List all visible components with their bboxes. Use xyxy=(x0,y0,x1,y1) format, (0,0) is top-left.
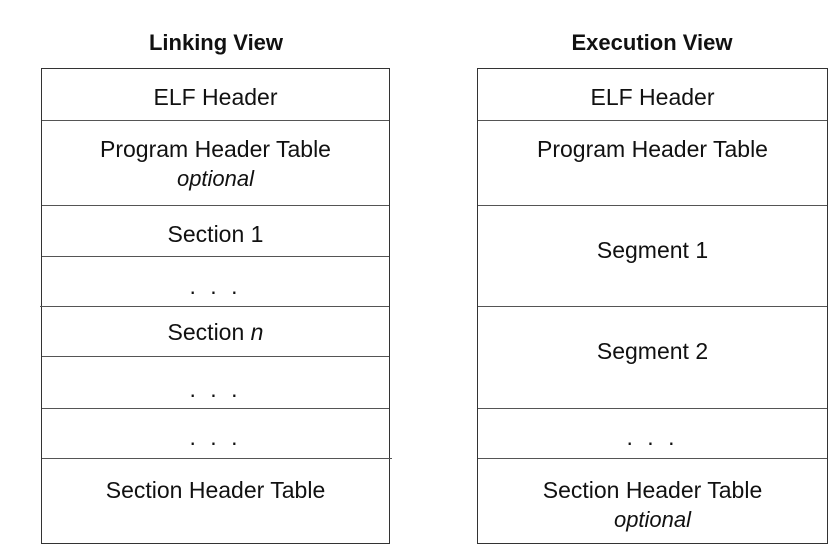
linking-ellipsis-3: . . . xyxy=(189,424,242,450)
execution-segment-1: Segment 1 xyxy=(596,237,709,263)
execution-divider xyxy=(478,120,827,121)
execution-view-diagram: ELF Header Program Header Table Segment … xyxy=(477,68,828,544)
linking-program-header-table: Program Header Table optional xyxy=(42,134,389,194)
linking-divider xyxy=(42,356,389,357)
linking-divider xyxy=(42,120,389,121)
linking-section-1: Section 1 xyxy=(167,221,264,247)
linking-program-header-table-label: Program Header Table xyxy=(100,136,331,162)
linking-ellipsis-2: . . . xyxy=(189,376,242,402)
linking-section-header-table: Section Header Table xyxy=(105,477,326,503)
linking-section-n-variable: n xyxy=(250,319,264,345)
execution-divider xyxy=(478,408,827,409)
linking-divider xyxy=(40,306,389,307)
linking-section-n-label: Section xyxy=(167,319,245,345)
linking-section-n: Section n xyxy=(42,317,389,347)
execution-ellipsis: . . . xyxy=(626,424,679,450)
linking-view-title: Linking View xyxy=(148,30,284,55)
linking-program-header-table-note: optional xyxy=(176,166,255,191)
linking-divider xyxy=(42,256,389,257)
linking-divider xyxy=(42,205,389,206)
linking-view-diagram: ELF Header Program Header Table optional… xyxy=(40,68,392,544)
execution-divider xyxy=(478,306,827,307)
linking-ellipsis-1: . . . xyxy=(189,273,242,299)
execution-divider xyxy=(478,458,827,459)
linking-divider xyxy=(42,458,392,459)
execution-section-header-table-note: optional xyxy=(613,507,692,532)
linking-elf-header: ELF Header xyxy=(153,84,278,110)
execution-divider xyxy=(478,205,827,206)
execution-view-title: Execution View xyxy=(571,30,733,55)
execution-program-header-table: Program Header Table xyxy=(537,136,768,162)
execution-segment-2: Segment 2 xyxy=(596,338,709,364)
execution-elf-header: ELF Header xyxy=(590,84,715,110)
linking-divider xyxy=(42,408,389,409)
execution-section-header-table-label: Section Header Table xyxy=(542,477,763,503)
execution-section-header-table: Section Header Table optional xyxy=(478,475,827,535)
